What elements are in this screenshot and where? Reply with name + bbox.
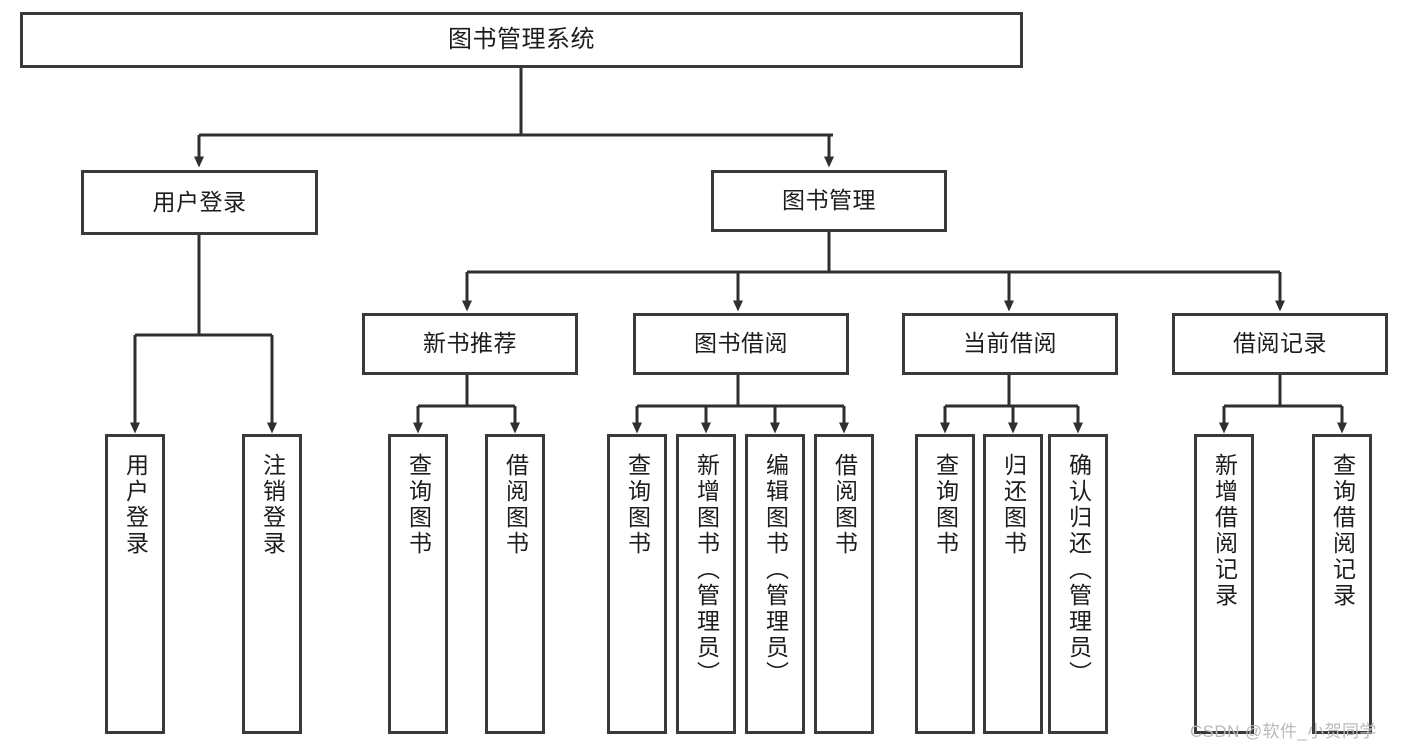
node-label: 新增图书（管理员） <box>693 453 720 687</box>
node-label: 查询借阅记录 <box>1329 453 1356 609</box>
node-label: 新增借阅记录 <box>1211 453 1238 609</box>
leaf-logout[interactable]: 注销登录 <box>242 434 302 734</box>
leaf-nb-query-book[interactable]: 查询图书 <box>388 434 448 734</box>
node-label: 图书管理 <box>782 187 876 214</box>
node-borrow-record[interactable]: 借阅记录 <box>1172 313 1388 375</box>
node-label: 查询图书 <box>405 453 432 557</box>
node-label: 用户登录 <box>122 453 149 557</box>
node-label: 查询图书 <box>932 453 959 557</box>
node-new-book-recommend[interactable]: 新书推荐 <box>362 313 578 375</box>
leaf-bb-edit-book-admin[interactable]: 编辑图书（管理员） <box>745 434 805 734</box>
node-book-management[interactable]: 图书管理 <box>711 170 947 232</box>
leaf-cb-query-book[interactable]: 查询图书 <box>915 434 975 734</box>
node-label: 确认归还（管理员） <box>1065 453 1092 687</box>
csdn-watermark: CSDN @软件_小贺同学 <box>1190 722 1377 741</box>
node-root-system[interactable]: 图书管理系统 <box>20 12 1023 68</box>
node-label: 编辑图书（管理员） <box>762 453 789 687</box>
leaf-br-add-record[interactable]: 新增借阅记录 <box>1194 434 1254 734</box>
leaf-cb-confirm-return-admin[interactable]: 确认归还（管理员） <box>1048 434 1108 734</box>
node-book-borrow[interactable]: 图书借阅 <box>633 313 849 375</box>
leaf-bb-add-book-admin[interactable]: 新增图书（管理员） <box>676 434 736 734</box>
node-label: 借阅图书 <box>502 453 529 557</box>
node-label: 借阅图书 <box>831 453 858 557</box>
node-label: 图书管理系统 <box>448 25 595 53</box>
leaf-bb-borrow-book[interactable]: 借阅图书 <box>814 434 874 734</box>
node-label: 归还图书 <box>1000 453 1027 557</box>
leaf-user-login[interactable]: 用户登录 <box>105 434 165 734</box>
leaf-cb-return-book[interactable]: 归还图书 <box>983 434 1043 734</box>
node-label: 当前借阅 <box>963 330 1057 357</box>
node-label: 新书推荐 <box>423 330 517 357</box>
leaf-bb-query-book[interactable]: 查询图书 <box>607 434 667 734</box>
node-label: 用户登录 <box>152 188 247 215</box>
node-current-borrow[interactable]: 当前借阅 <box>902 313 1118 375</box>
node-label: 注销登录 <box>259 453 286 557</box>
node-label: 查询图书 <box>624 453 651 557</box>
leaf-nb-borrow-book[interactable]: 借阅图书 <box>485 434 545 734</box>
leaf-br-query-record[interactable]: 查询借阅记录 <box>1312 434 1372 734</box>
node-label: 借阅记录 <box>1233 330 1327 357</box>
node-user-login[interactable]: 用户登录 <box>81 170 318 235</box>
node-label: 图书借阅 <box>694 330 788 357</box>
